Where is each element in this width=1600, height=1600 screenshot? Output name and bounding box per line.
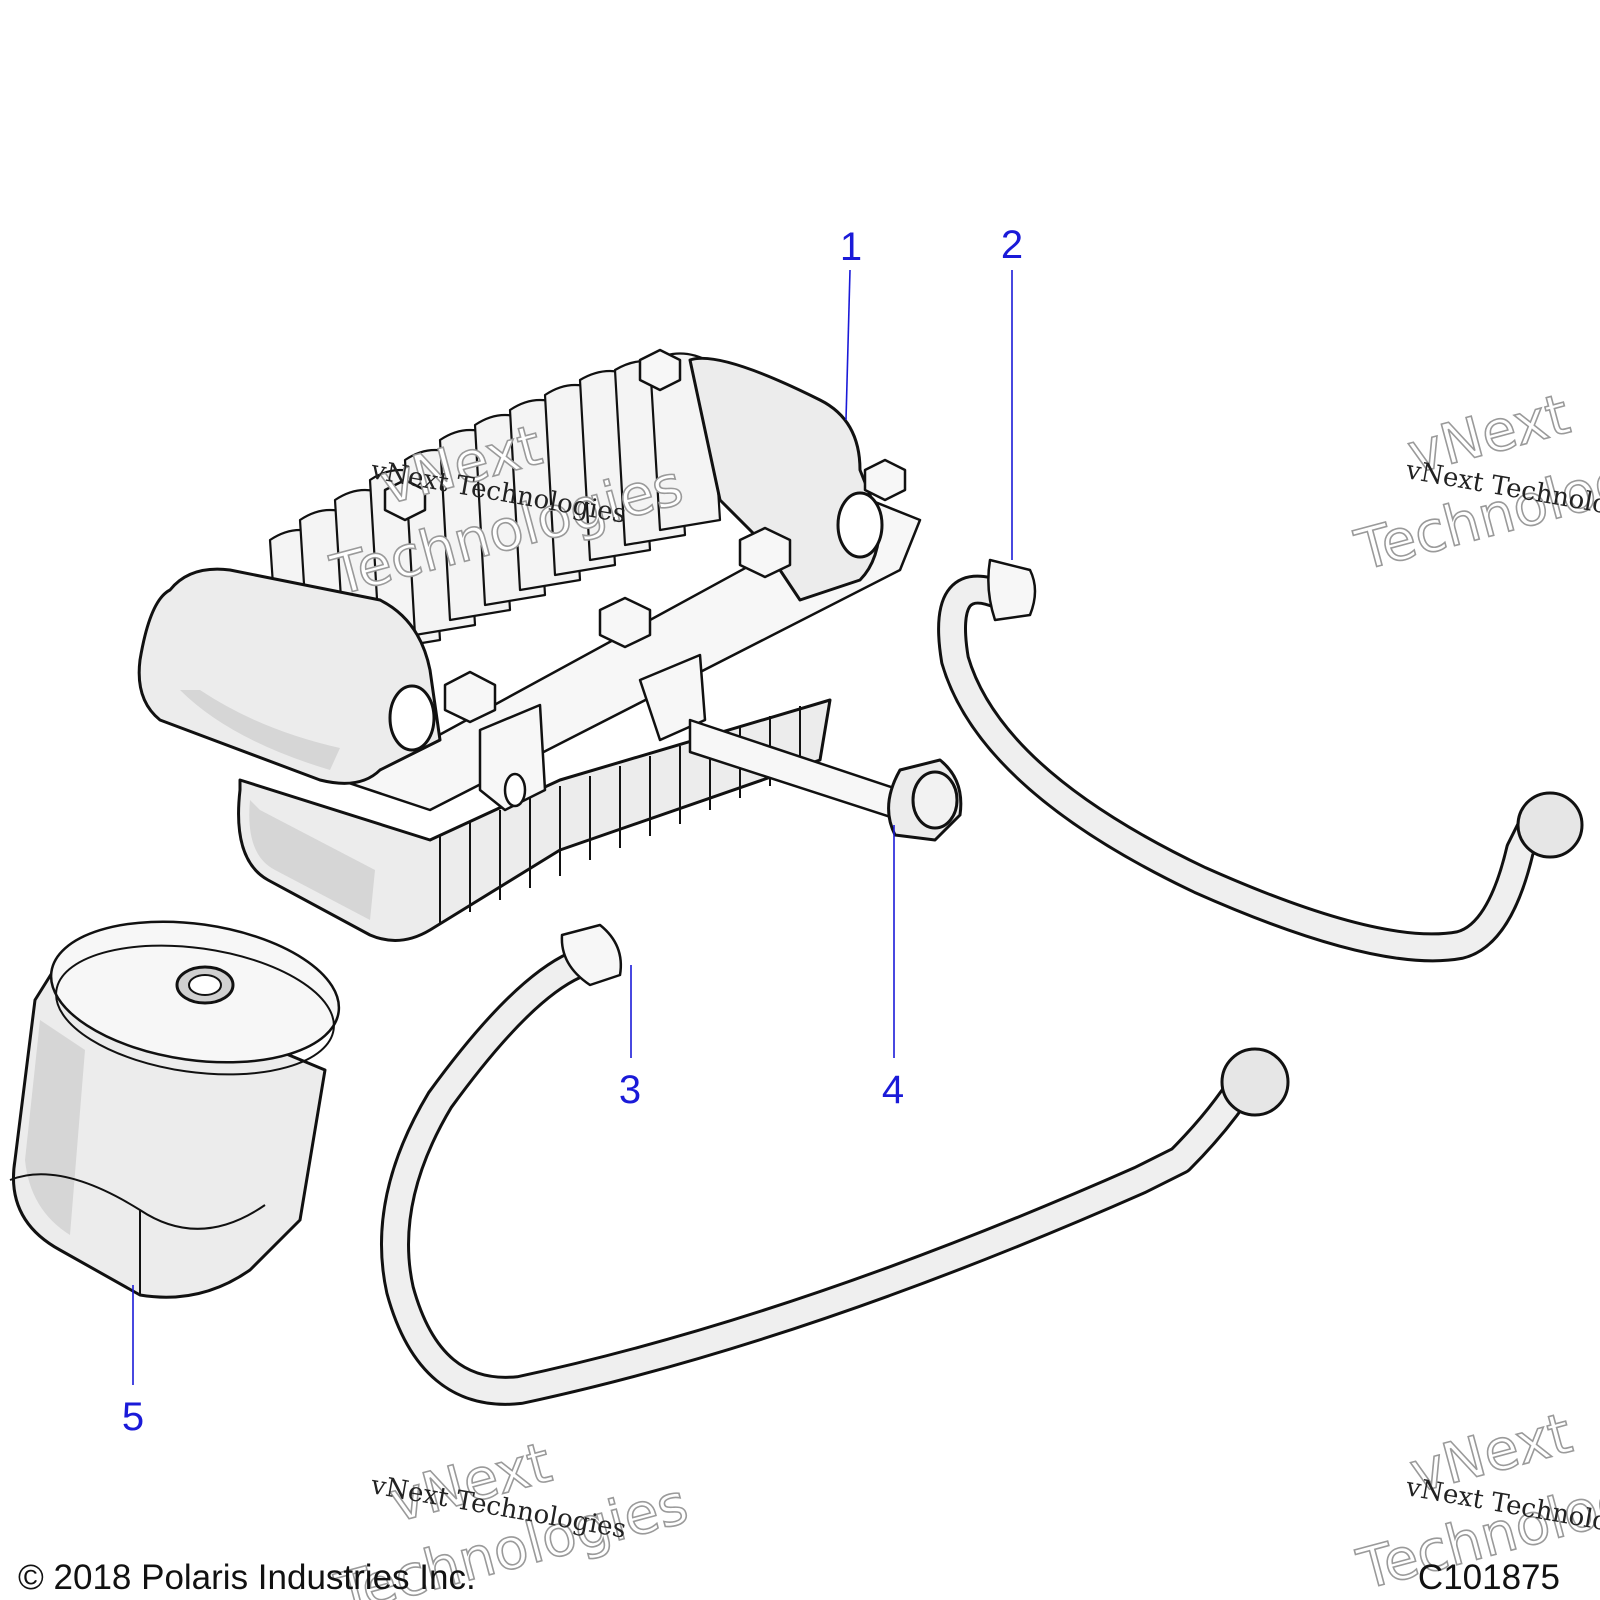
callout-4[interactable]: 4 xyxy=(882,825,904,1112)
callout-4-label: 4 xyxy=(882,1068,904,1112)
drawing-number: C101875 xyxy=(1417,1558,1560,1597)
copyright-notice: © 2018 Polaris Industries Inc. xyxy=(18,1558,476,1597)
callout-5[interactable]: 5 xyxy=(122,1285,144,1439)
callout-2-label: 2 xyxy=(1001,223,1023,267)
callout-1-label: 1 xyxy=(840,225,862,269)
callout-2[interactable]: 2 xyxy=(1001,223,1023,560)
oil-cooler-part[interactable] xyxy=(137,348,922,942)
callout-3-label: 3 xyxy=(619,1068,641,1112)
callout-3[interactable]: 3 xyxy=(619,965,641,1112)
upper-oil-hose-part[interactable] xyxy=(937,558,1584,963)
bolt-part[interactable] xyxy=(688,718,963,842)
callout-1[interactable]: 1 xyxy=(840,225,862,421)
callout-5-label: 5 xyxy=(122,1395,144,1439)
lower-oil-hose-part[interactable] xyxy=(380,923,1290,1406)
oil-filter-part[interactable] xyxy=(9,904,348,1299)
